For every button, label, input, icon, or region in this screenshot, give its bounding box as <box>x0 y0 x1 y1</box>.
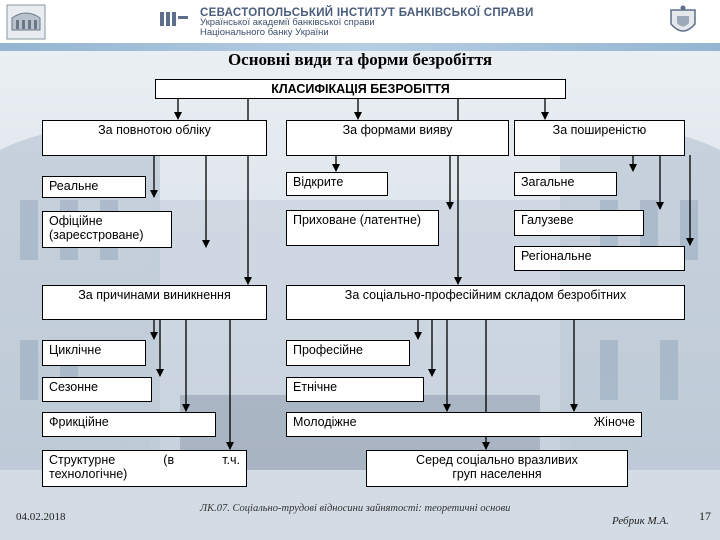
youth-female-box: Молодіжне Жіноче <box>286 412 642 437</box>
structural-paren: (в <box>163 453 175 467</box>
structural-unemployment-box: Структурне (в т.ч. технологічне) <box>42 450 247 487</box>
frictional-unemployment-box: Фрикційне <box>42 412 216 437</box>
social-category-box: За соціально-професійним складом безробі… <box>286 285 685 320</box>
real-unemployment-box: Реальне <box>42 176 146 198</box>
causes-category-box: За причинами виникнення <box>42 285 267 320</box>
header-stripe <box>0 43 720 51</box>
forms-category-box: За формами вияву <box>286 120 509 156</box>
scope-category-box: За поширеністю <box>514 120 685 156</box>
ethnic-unemployment-box: Етнічне <box>286 377 424 402</box>
structural-line-2: технологічне) <box>49 467 128 481</box>
institute-subtitle-2: Національного банку України <box>200 27 329 38</box>
open-unemployment-box: Відкрите <box>286 172 388 196</box>
slide-title: Основні види та форми безробіття <box>227 50 493 69</box>
structural-incl: т.ч. <box>222 453 240 467</box>
official-unemployment-box: Офіційне (зареєстроване) <box>42 211 172 248</box>
seasonal-unemployment-box: Сезонне <box>42 377 152 402</box>
classification-root-box: КЛАСИФІКАЦІЯ БЕЗРОБІТТЯ <box>155 79 566 99</box>
structural-word: Структурне <box>49 453 116 467</box>
institute-name: СЕВАСТОПОЛЬСЬКИЙ ІНСТИТУТ БАНКІВСЬКОЇ СП… <box>200 7 534 19</box>
cyclical-unemployment-box: Циклічне <box>42 340 146 366</box>
vulnerable-groups-box: Серед соціально вразливих груп населення <box>366 450 628 487</box>
institute-mark-icon <box>160 12 188 26</box>
general-unemployment-box: Загальне <box>514 172 617 196</box>
hidden-unemployment-box: Приховане (латентне) <box>286 210 439 246</box>
sectoral-unemployment-box: Галузеве <box>514 210 644 236</box>
female-unemployment-label: Жіноче <box>593 415 635 429</box>
university-building-emblem-icon <box>6 4 46 40</box>
footer-page-number: 17 <box>699 509 711 523</box>
youth-unemployment-label: Молодіжне <box>293 415 357 429</box>
registration-category-box: За повнотою обліку <box>42 120 267 156</box>
footer-author: Ребрик М.А. <box>612 515 669 527</box>
coat-of-arms-icon <box>670 5 696 32</box>
footer-date: 04.02.2018 <box>16 511 66 523</box>
professional-unemployment-box: Професійне <box>286 340 410 366</box>
institute-header: СЕВАСТОПОЛЬСЬКИЙ ІНСТИТУТ БАНКІВСЬКОЇ СП… <box>200 7 580 38</box>
structural-line-1: Структурне (в т.ч. <box>49 453 240 467</box>
footer-course-title: ЛК.07. Соціально-трудові відносини зайня… <box>200 503 511 514</box>
institute-subtitle-1: Української академії банківської справи <box>200 17 375 28</box>
regional-unemployment-box: Регіональне <box>514 246 685 271</box>
